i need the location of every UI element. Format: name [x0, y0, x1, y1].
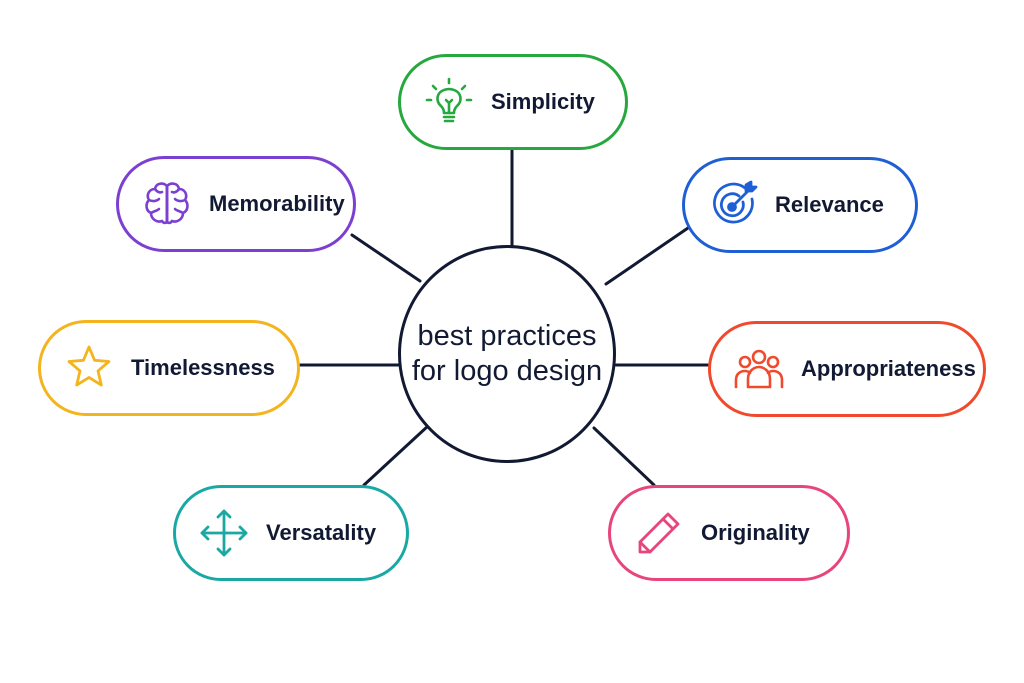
connector-versatality: [362, 424, 430, 487]
central-topic-line-1: best practices: [417, 320, 597, 353]
node-memorability: Memorability: [116, 156, 356, 252]
node-label-memorability: Memorability: [209, 191, 345, 216]
node-label-timelessness: Timelessness: [131, 355, 275, 380]
node-timelessness: Timelessness: [38, 320, 300, 416]
node-label-versatality: Versatality: [266, 520, 377, 545]
central-topic: best practices for logo design: [398, 245, 616, 463]
connector-relevance: [604, 226, 690, 286]
pencil-icon: [633, 507, 685, 559]
lightbulb-icon: [423, 76, 475, 128]
star-icon: [63, 342, 115, 394]
connector-originality: [592, 426, 656, 487]
connector-memorability: [350, 233, 422, 283]
node-originality: Originality: [608, 485, 850, 581]
arrows-move-icon: [198, 507, 250, 559]
brain-icon: [141, 178, 193, 230]
node-label-relevance: Relevance: [775, 192, 884, 217]
node-label-simplicity: Simplicity: [491, 89, 595, 114]
target-icon: [707, 179, 759, 231]
node-appropriateness: Appropriateness: [708, 321, 986, 417]
node-relevance: Relevance: [682, 157, 918, 253]
central-topic-line-2: for logo design: [411, 355, 603, 387]
node-versatality: Versatality: [173, 485, 409, 581]
people-group-icon: [733, 343, 785, 395]
node-label-originality: Originality: [701, 520, 810, 545]
node-label-appropriateness: Appropriateness: [801, 356, 976, 381]
node-simplicity: Simplicity: [398, 54, 628, 150]
